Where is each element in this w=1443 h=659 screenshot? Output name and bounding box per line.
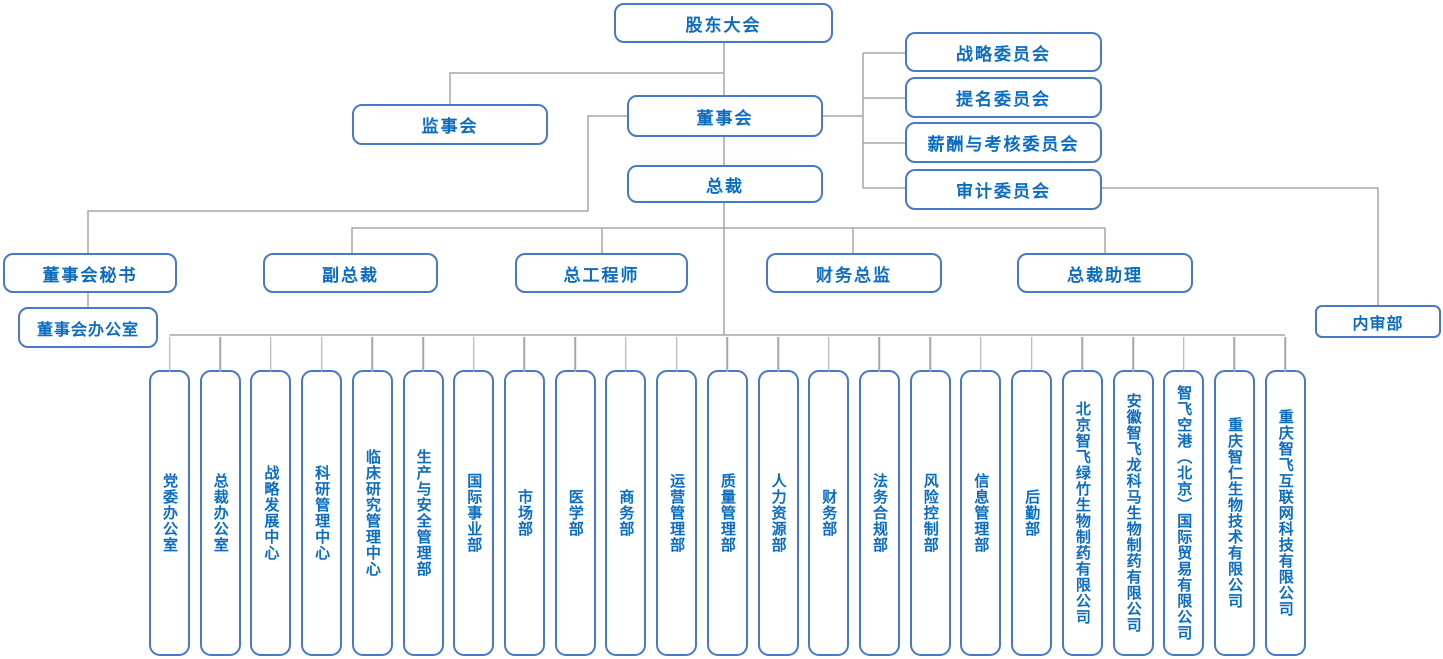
department-label: 质量管理部 xyxy=(718,473,737,553)
department-label: 人力资源部 xyxy=(769,473,788,553)
department-label: 风险控制部 xyxy=(921,473,940,553)
department-label: 总裁办公室 xyxy=(211,473,230,553)
org-node-board-secretary: 董事会秘书 xyxy=(3,253,177,293)
org-node-board-of-directors: 董事会 xyxy=(627,95,823,137)
org-node-department: 市场部 xyxy=(503,370,545,656)
org-node-president: 总裁 xyxy=(627,165,823,203)
org-node-president-assistant: 总裁助理 xyxy=(1017,253,1193,293)
org-node-department: 生产与安全管理部 xyxy=(402,370,444,656)
org-node-department: 安徽智飞龙科马生物制药有限公司 xyxy=(1112,370,1154,656)
org-node-shareholders-meeting: 股东大会 xyxy=(614,3,833,43)
org-node-department: 北京智飞绿竹生物制药有限公司 xyxy=(1061,370,1103,656)
org-node-department: 医学部 xyxy=(554,370,596,656)
org-node-remuneration-assessment-committee: 薪酬与考核委员会 xyxy=(905,122,1102,163)
org-node-department: 重庆智仁生物技术有限公司 xyxy=(1213,370,1255,656)
department-label: 运营管理部 xyxy=(668,473,687,553)
department-label: 财务部 xyxy=(820,489,839,537)
org-node-department: 科研管理中心 xyxy=(301,370,343,656)
department-label: 党委办公室 xyxy=(161,473,179,553)
org-node-finance-director: 财务总监 xyxy=(766,253,942,293)
org-node-department: 财务部 xyxy=(808,370,850,656)
org-node-department: 商务部 xyxy=(605,370,647,656)
org-node-strategy-committee: 战略委员会 xyxy=(905,32,1102,72)
department-label: 北京智飞绿竹生物制药有限公司 xyxy=(1073,401,1092,625)
org-node-internal-audit: 内审部 xyxy=(1315,305,1441,338)
department-label: 法务合规部 xyxy=(870,473,889,553)
org-node-chief-engineer: 总工程师 xyxy=(515,253,688,293)
department-label: 临床研究管理中心 xyxy=(363,449,382,577)
org-node-department: 重庆智飞互联网科技有限公司 xyxy=(1264,370,1306,656)
department-label: 重庆智飞互联网科技有限公司 xyxy=(1276,409,1295,617)
org-node-vice-president: 副总裁 xyxy=(263,253,438,293)
department-label: 后勤部 xyxy=(1023,489,1042,537)
org-node-department: 智飞空港（北京）国际贸易有限公司 xyxy=(1163,370,1205,656)
org-node-department: 战略发展中心 xyxy=(250,370,292,656)
org-node-audit-committee: 审计委员会 xyxy=(905,169,1102,210)
department-label: 医学部 xyxy=(566,489,585,537)
department-label: 安徽智飞龙科马生物制药有限公司 xyxy=(1124,393,1143,633)
org-node-nomination-committee: 提名委员会 xyxy=(905,77,1102,118)
org-node-department: 党委办公室 xyxy=(149,370,190,656)
org-node-department: 信息管理部 xyxy=(960,370,1002,656)
org-node-department: 风险控制部 xyxy=(909,370,951,656)
department-label: 国际事业部 xyxy=(465,473,484,553)
org-node-department: 法务合规部 xyxy=(858,370,900,656)
org-node-supervisory-board: 监事会 xyxy=(352,104,548,145)
org-node-department: 国际事业部 xyxy=(453,370,495,656)
department-label: 商务部 xyxy=(617,489,636,537)
department-label: 智飞空港（北京）国际贸易有限公司 xyxy=(1175,385,1194,641)
department-label: 重庆智仁生物技术有限公司 xyxy=(1225,417,1244,609)
org-node-department: 质量管理部 xyxy=(706,370,748,656)
department-label: 信息管理部 xyxy=(972,473,991,553)
department-label: 战略发展中心 xyxy=(262,465,281,561)
org-node-department: 运营管理部 xyxy=(656,370,698,656)
department-label: 生产与安全管理部 xyxy=(414,449,433,577)
org-node-board-office: 董事会办公室 xyxy=(18,307,158,348)
department-label: 科研管理中心 xyxy=(313,465,332,561)
org-node-department: 临床研究管理中心 xyxy=(351,370,393,656)
org-node-department: 后勤部 xyxy=(1011,370,1053,656)
org-node-department: 人力资源部 xyxy=(757,370,799,656)
department-label: 市场部 xyxy=(515,489,534,537)
org-node-department: 总裁办公室 xyxy=(199,370,241,656)
